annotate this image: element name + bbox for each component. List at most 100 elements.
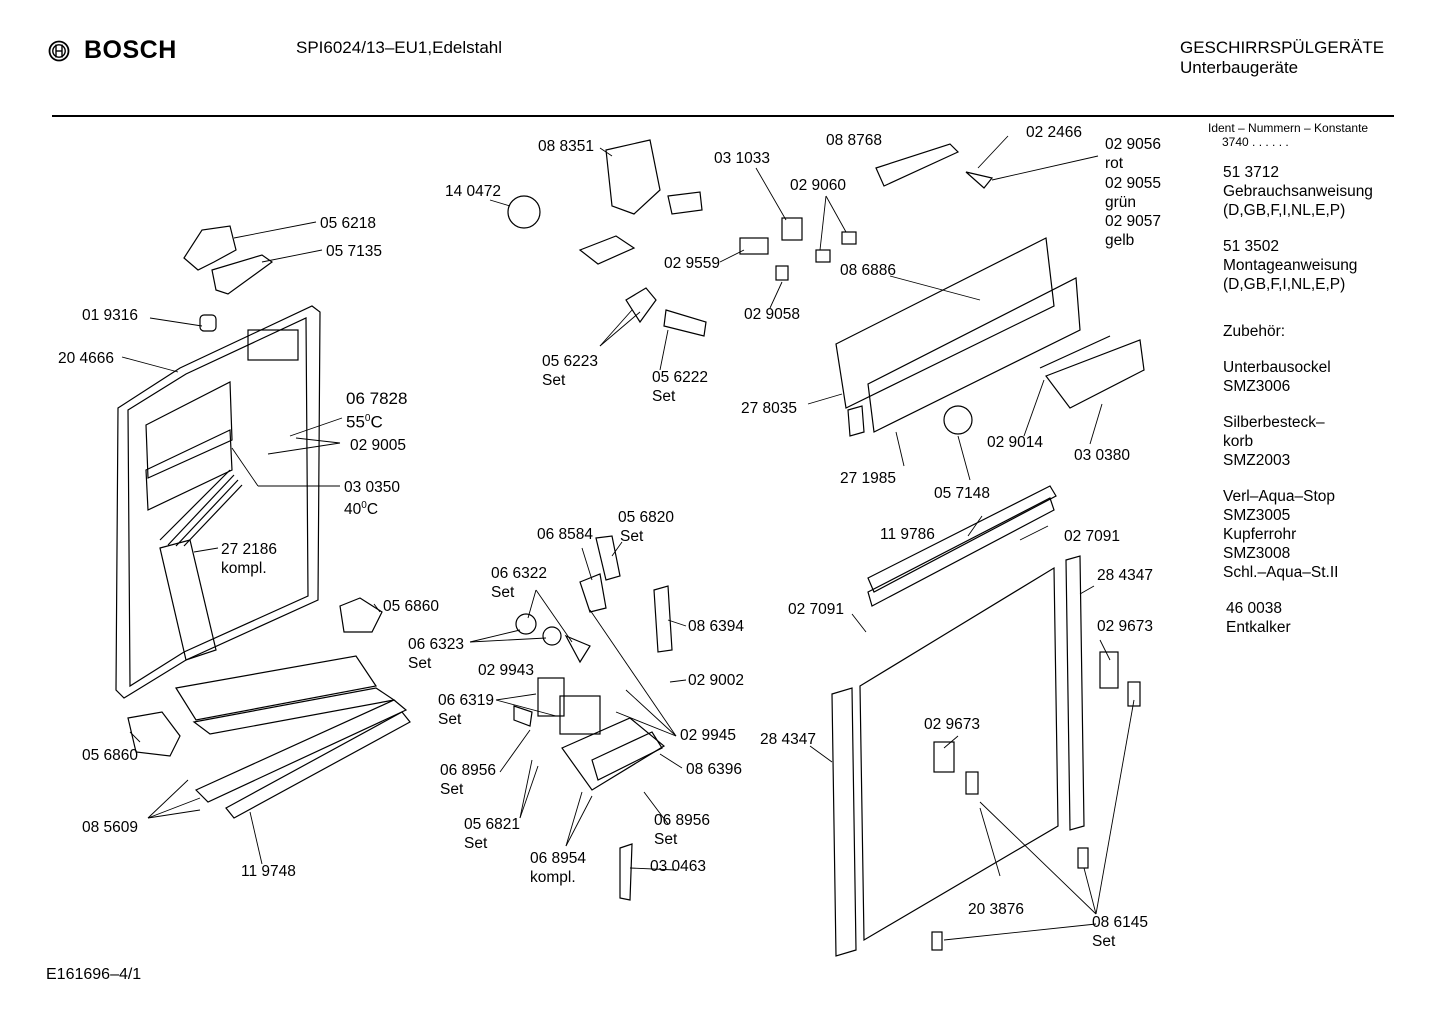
part-note: Set bbox=[1092, 933, 1116, 950]
part-label: 05 6820 bbox=[618, 509, 675, 526]
part-label: 02 9673 bbox=[1097, 618, 1154, 635]
part-label: 02 9002 bbox=[688, 672, 745, 689]
part-note: kompl. bbox=[530, 869, 576, 886]
part-note: Set bbox=[440, 781, 464, 798]
part-note: Set bbox=[542, 372, 566, 389]
sidebar-line: Gebrauchsanweisung bbox=[1223, 183, 1373, 200]
sidebar-block-aquastop: Verl–Aqua–Stop SMZ3005 Kupferrohr SMZ300… bbox=[1223, 487, 1373, 582]
part-label: 08 8768 bbox=[826, 132, 883, 149]
part-label: 06 8954 bbox=[530, 850, 587, 867]
part-label: 02 2466 bbox=[1026, 124, 1083, 141]
document-id: E161696–4/1 bbox=[46, 966, 142, 983]
temp-value: 55 bbox=[346, 412, 365, 432]
part-label: 08 6396 bbox=[686, 761, 743, 778]
part-label: 05 7135 bbox=[326, 243, 383, 260]
part-note: Set bbox=[620, 528, 644, 545]
detergent-dispenser-drawing bbox=[513, 535, 673, 901]
sidebar-line: SMZ3008 bbox=[1223, 545, 1291, 562]
sidebar-line: (D,GB,F,I,NL,E,P) bbox=[1223, 276, 1346, 293]
sidebar-line: 46 0038 bbox=[1226, 600, 1283, 617]
sidebar-block-descaler: 46 0038 Entkalker bbox=[1226, 599, 1373, 637]
sidebar-line: SMZ3005 bbox=[1223, 507, 1291, 524]
part-note: kompl. bbox=[221, 560, 267, 577]
outer-door-panel-drawing bbox=[831, 485, 1141, 957]
part-label-temp: 550C bbox=[346, 412, 383, 432]
part-note: Set bbox=[654, 831, 678, 848]
sidebar-line: Entkalker bbox=[1226, 619, 1291, 636]
temp-unit: C bbox=[366, 501, 379, 519]
part-label: 02 9943 bbox=[478, 662, 535, 679]
sidebar-line: Schl.–Aqua–St.II bbox=[1223, 564, 1339, 581]
part-label: 02 9055 bbox=[1105, 175, 1162, 192]
programmer-module-drawing bbox=[507, 139, 857, 337]
part-label: 02 7091 bbox=[1064, 528, 1121, 545]
sidebar-line: Zubehör: bbox=[1223, 323, 1286, 340]
part-note: Set bbox=[491, 584, 515, 601]
part-label: 05 7148 bbox=[934, 485, 991, 502]
temp-unit: C bbox=[370, 412, 383, 432]
sidebar-block-accessories: Zubehör: bbox=[1223, 322, 1373, 341]
part-label: 05 6860 bbox=[383, 598, 440, 615]
sidebar-line: Unterbausockel bbox=[1223, 359, 1331, 376]
part-label: 27 8035 bbox=[741, 400, 798, 417]
part-label: 06 8956 bbox=[440, 762, 497, 779]
sidebar-line: SMZ2003 bbox=[1223, 452, 1291, 469]
part-label: 11 9786 bbox=[880, 526, 935, 543]
part-label: 05 6821 bbox=[464, 816, 521, 833]
part-label: 02 9945 bbox=[680, 727, 737, 744]
part-label: 28 4347 bbox=[1097, 567, 1154, 584]
part-label: 03 0380 bbox=[1074, 447, 1131, 464]
bosch-logo-icon bbox=[48, 40, 70, 61]
part-label: 11 9748 bbox=[241, 863, 296, 880]
part-label: 08 5609 bbox=[82, 819, 139, 836]
sidebar-line: Montageanweisung bbox=[1223, 257, 1358, 274]
part-label: 02 9014 bbox=[987, 434, 1044, 451]
door-panel-drawing bbox=[115, 305, 321, 699]
ident-block: Ident – Nummern – Konstante 3740 . . . .… bbox=[1208, 121, 1368, 149]
sidebar-line: Verl–Aqua–Stop bbox=[1223, 488, 1336, 505]
category-line-2: Unterbaugeräte bbox=[1180, 58, 1299, 77]
part-label: 02 9057 bbox=[1105, 213, 1162, 230]
brand-header: BOSCH bbox=[48, 36, 177, 65]
part-label: 20 4666 bbox=[58, 350, 115, 367]
part-note: gelb bbox=[1105, 232, 1135, 249]
part-label: 02 9060 bbox=[790, 177, 847, 194]
part-label: 28 4347 bbox=[760, 731, 817, 748]
plinth-strips-drawing bbox=[127, 597, 411, 819]
part-label: 05 6860 bbox=[82, 747, 139, 764]
sidebar-line: 51 3502 bbox=[1223, 238, 1280, 255]
part-label: 06 7828 bbox=[346, 389, 408, 408]
part-label: 08 6886 bbox=[840, 262, 897, 279]
part-label: 05 6218 bbox=[320, 215, 377, 232]
leader-lines bbox=[121, 135, 1135, 941]
part-label: 02 9559 bbox=[664, 255, 721, 272]
ident-konstante: 3740 . . . . . . bbox=[1222, 135, 1289, 149]
part-label: 20 3876 bbox=[968, 901, 1025, 918]
part-label: 03 1033 bbox=[714, 150, 771, 167]
sidebar-line: Silberbesteck– bbox=[1223, 414, 1325, 431]
part-note: grün bbox=[1105, 194, 1137, 211]
part-label: 03 0350 bbox=[344, 479, 401, 496]
part-note: rot bbox=[1105, 155, 1124, 172]
brand-name: BOSCH bbox=[84, 36, 177, 64]
part-label: 27 1985 bbox=[840, 470, 897, 487]
part-label: 14 0472 bbox=[445, 183, 502, 200]
sidebar-block-base: Unterbausockel SMZ3006 bbox=[1223, 358, 1373, 396]
header-rule bbox=[52, 115, 1394, 117]
part-label: 06 6319 bbox=[438, 692, 495, 709]
door-latch-drawing bbox=[183, 225, 274, 332]
part-note: Set bbox=[464, 835, 488, 852]
sidebar-line: Kupferrohr bbox=[1223, 526, 1297, 543]
sidebar-line: SMZ3006 bbox=[1223, 378, 1291, 395]
part-label: 02 7091 bbox=[788, 601, 845, 618]
part-label: 02 9056 bbox=[1105, 136, 1162, 153]
part-note: Set bbox=[408, 655, 432, 672]
sidebar-block-basket: Silberbesteck– korb SMZ2003 bbox=[1223, 413, 1373, 470]
sidebar-block-install: 51 3502 Montageanweisung (D,GB,F,I,NL,E,… bbox=[1223, 237, 1373, 294]
part-label: 02 9673 bbox=[924, 716, 981, 733]
sidebar-line: korb bbox=[1223, 433, 1254, 450]
category-line-1: GESCHIRRSPÜLGERÄTE bbox=[1180, 38, 1385, 57]
temp-value: 40 bbox=[344, 501, 362, 519]
ident-heading: Ident – Nummern – Konstante bbox=[1208, 121, 1369, 135]
part-label-temp: 400C bbox=[344, 500, 379, 519]
